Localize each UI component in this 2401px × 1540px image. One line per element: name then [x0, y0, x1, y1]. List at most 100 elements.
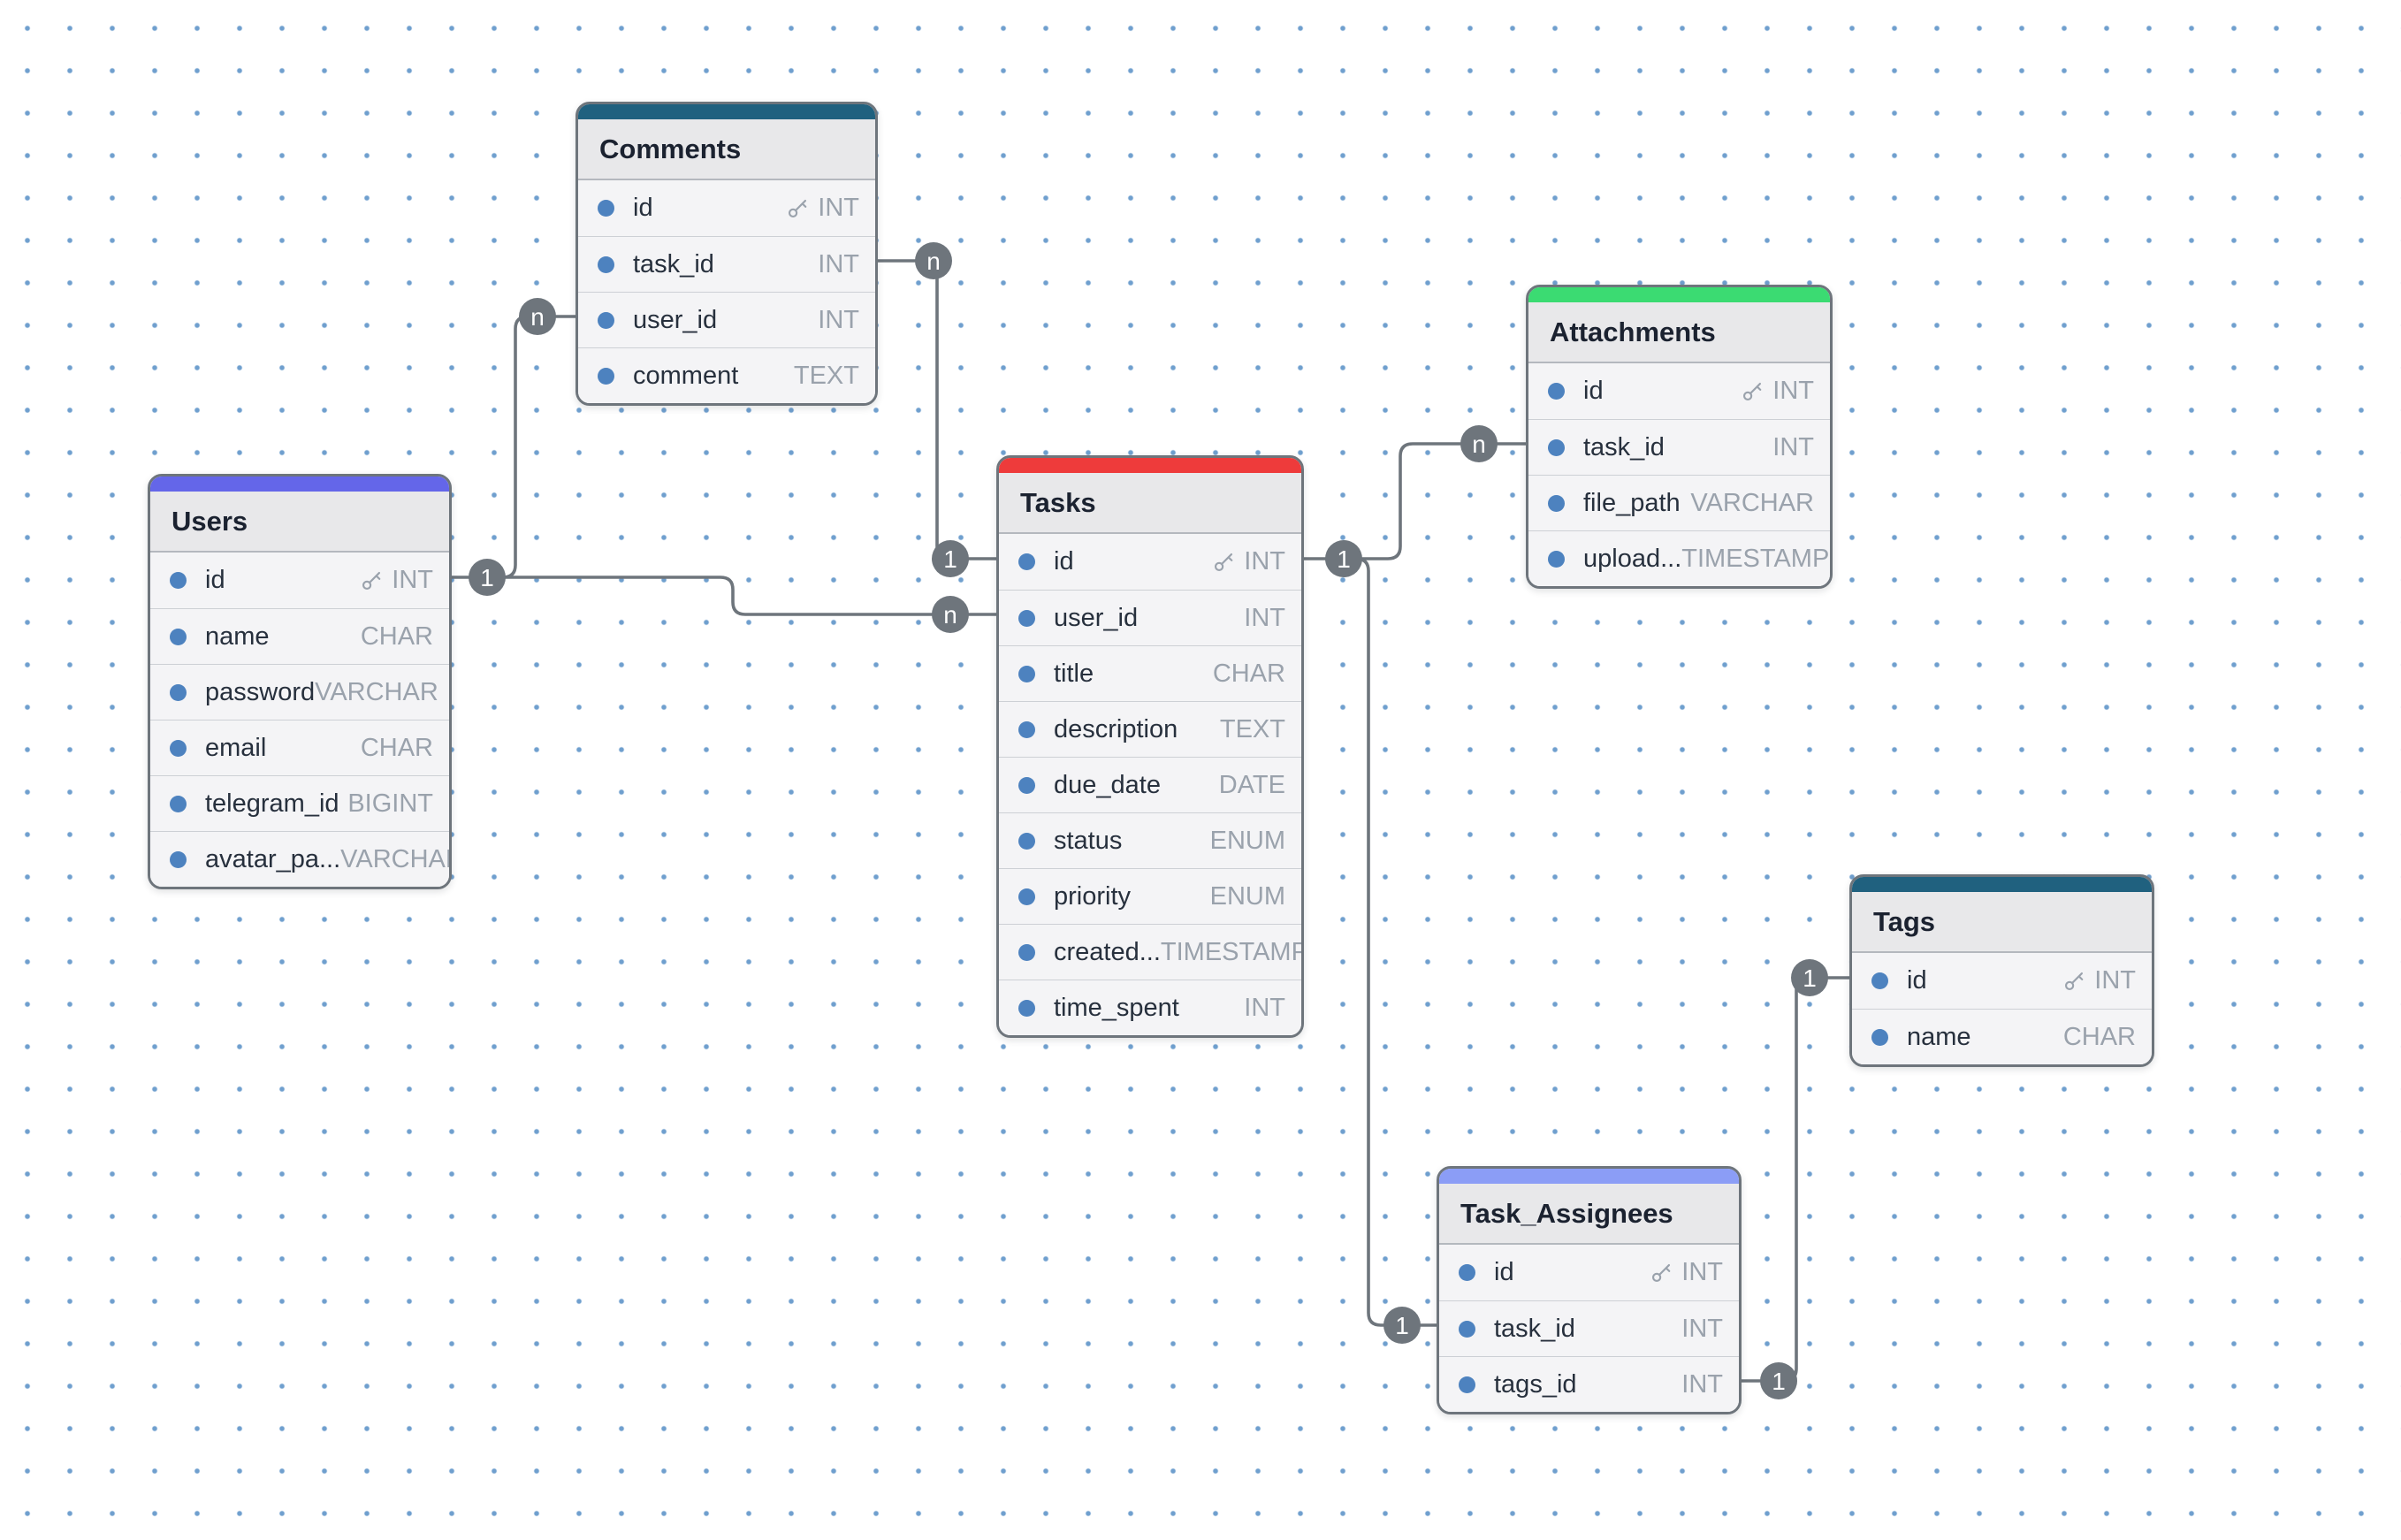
field-dot-icon: [1548, 383, 1565, 400]
cardinality-marker: 1: [1791, 959, 1828, 996]
field-row[interactable]: id INT: [1852, 953, 2152, 1009]
field-dot-icon: [1459, 1320, 1475, 1338]
field-dot-icon: [1018, 776, 1035, 794]
field-dot-icon: [1018, 943, 1035, 961]
field-dot-icon: [1018, 609, 1035, 627]
field-row[interactable]: user_id INT: [999, 590, 1301, 645]
field-dot-icon: [1018, 888, 1035, 905]
field-row[interactable]: tags_id INT: [1439, 1356, 1739, 1412]
primary-key-icon: [789, 199, 807, 218]
field-dot-icon: [1018, 999, 1035, 1017]
table-users[interactable]: Users id INT name CHAR password VARCHAR …: [148, 474, 452, 889]
table-title: Comments: [578, 119, 875, 180]
field-row[interactable]: avatar_pa... VARCHAR: [150, 831, 449, 887]
field-row[interactable]: due_date DATE: [999, 757, 1301, 812]
field-dot-icon: [1018, 665, 1035, 682]
field-row[interactable]: time_spent INT: [999, 980, 1301, 1035]
field-row[interactable]: name CHAR: [1852, 1009, 2152, 1064]
field-dot-icon: [1459, 1376, 1475, 1393]
table-accent-strip: [1528, 287, 1830, 302]
field-row[interactable]: description TEXT: [999, 701, 1301, 757]
field-row[interactable]: id INT: [999, 534, 1301, 590]
cardinality-marker: n: [932, 596, 969, 633]
field-dot-icon: [1459, 1264, 1475, 1281]
primary-key-icon: [2065, 972, 2084, 991]
field-row[interactable]: user_id INT: [578, 292, 875, 347]
svg-text:1: 1: [943, 545, 957, 573]
svg-text:1: 1: [1803, 964, 1817, 992]
table-title: Tasks: [999, 473, 1301, 534]
field-row[interactable]: id INT: [150, 553, 449, 608]
table-attachments[interactable]: Attachments id INT task_id INT file_path…: [1526, 285, 1833, 589]
table-comments[interactable]: Comments id INT task_id INT user_id INT …: [575, 102, 878, 406]
primary-key-icon: [1215, 553, 1233, 572]
field-dot-icon: [170, 795, 187, 812]
field-row[interactable]: upload... TIMESTAMP: [1528, 530, 1830, 586]
field-dot-icon: [1018, 553, 1035, 570]
edge-tasks-assignees[interactable]: [1354, 557, 1438, 1327]
table-title: Attachments: [1528, 302, 1830, 363]
field-row[interactable]: id INT: [578, 180, 875, 236]
svg-text:n: n: [530, 303, 545, 331]
field-dot-icon: [170, 739, 187, 757]
edge-comments-tasks[interactable]: [876, 259, 998, 560]
field-row[interactable]: id INT: [1528, 363, 1830, 419]
table-task-assignees[interactable]: Task_Assignees id INT task_id INT tags_i…: [1437, 1166, 1742, 1414]
svg-text:n: n: [926, 248, 941, 275]
edge-users-tasks[interactable]: [450, 576, 998, 616]
primary-key-icon: [1652, 1263, 1671, 1283]
field-row[interactable]: password VARCHAR: [150, 664, 449, 720]
svg-text:1: 1: [1337, 545, 1351, 573]
field-dot-icon: [170, 850, 187, 868]
field-dot-icon: [170, 628, 187, 645]
table-accent-strip: [150, 476, 449, 492]
field-row[interactable]: status ENUM: [999, 812, 1301, 868]
cardinality-marker: 1: [932, 540, 969, 577]
field-row[interactable]: telegram_id BIGINT: [150, 775, 449, 831]
cardinality-marker: 1: [1325, 540, 1362, 577]
cardinality-marker: 1: [469, 559, 506, 596]
field-row[interactable]: created... TIMESTAMP: [999, 924, 1301, 980]
field-row[interactable]: title CHAR: [999, 645, 1301, 701]
cardinality-marker: 1: [1760, 1362, 1797, 1399]
field-dot-icon: [598, 367, 614, 385]
field-dot-icon: [598, 311, 614, 329]
field-dot-icon: [1548, 438, 1565, 456]
field-row[interactable]: comment TEXT: [578, 347, 875, 403]
field-row[interactable]: id INT: [1439, 1245, 1739, 1300]
primary-key-icon: [1743, 382, 1762, 401]
field-dot-icon: [598, 255, 614, 273]
table-title: Task_Assignees: [1439, 1184, 1739, 1245]
field-row[interactable]: priority ENUM: [999, 868, 1301, 924]
edge-tags-assignees[interactable]: [1740, 976, 1851, 1383]
field-dot-icon: [598, 200, 614, 217]
table-title: Tags: [1852, 892, 2152, 953]
field-row[interactable]: file_path VARCHAR: [1528, 475, 1830, 530]
field-dot-icon: [170, 572, 187, 589]
cardinality-marker: n: [1460, 425, 1498, 462]
edge-comments-users[interactable]: [485, 315, 577, 579]
table-tasks[interactable]: Tasks id INT user_id INT title CHAR desc…: [996, 455, 1304, 1038]
field-row[interactable]: task_id INT: [578, 236, 875, 292]
table-accent-strip: [1439, 1169, 1739, 1184]
table-accent-strip: [999, 458, 1301, 473]
cardinality-marker: n: [915, 242, 952, 279]
table-tags[interactable]: Tags id INT name CHAR: [1849, 874, 2154, 1067]
svg-text:1: 1: [1772, 1368, 1786, 1395]
field-row[interactable]: email CHAR: [150, 720, 449, 775]
field-dot-icon: [1871, 1028, 1888, 1046]
table-title: Users: [150, 492, 449, 553]
svg-text:n: n: [943, 601, 957, 629]
field-dot-icon: [1018, 832, 1035, 850]
cardinality-marker: n: [519, 298, 556, 335]
svg-text:n: n: [1472, 431, 1486, 458]
field-row[interactable]: task_id INT: [1439, 1300, 1739, 1356]
edge-tasks-attachments[interactable]: [1302, 442, 1528, 560]
field-row[interactable]: name CHAR: [150, 608, 449, 664]
table-accent-strip: [1852, 877, 2152, 892]
field-row[interactable]: task_id INT: [1528, 419, 1830, 475]
field-dot-icon: [1018, 720, 1035, 738]
field-dot-icon: [170, 683, 187, 701]
